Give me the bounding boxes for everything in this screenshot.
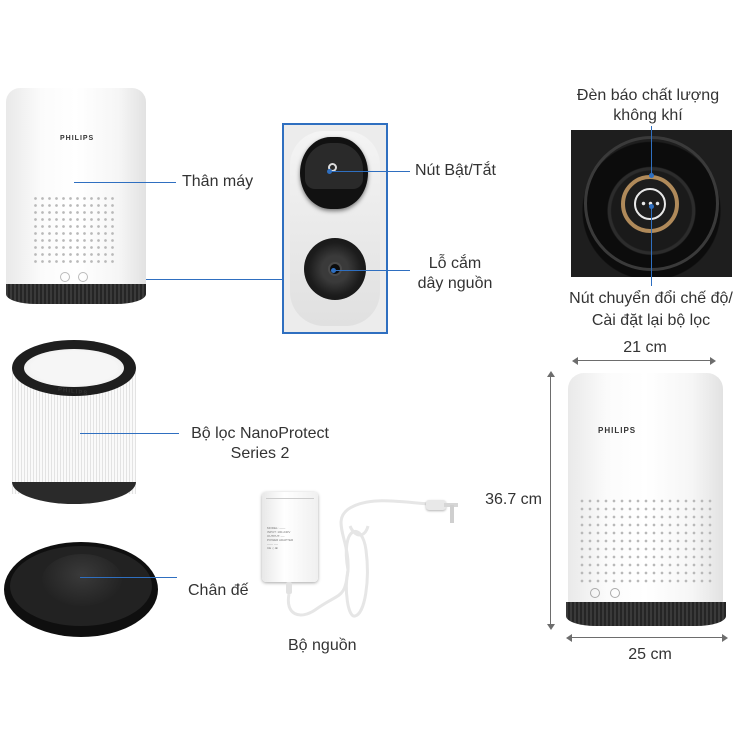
label-power-socket-1: Lỗ cắm bbox=[428, 255, 482, 272]
switch-panel-zoom bbox=[282, 123, 388, 334]
brand-logo: PHILIPS bbox=[60, 135, 95, 142]
dimension-height: 36.7 cm bbox=[485, 491, 542, 508]
dimension-top-width: 21 cm bbox=[623, 339, 667, 356]
label-adapter: Bộ nguồn bbox=[288, 637, 357, 654]
power-switch-icon bbox=[300, 137, 368, 209]
label-mode-switch-1: Nút chuyển đổi chế độ/ bbox=[569, 290, 733, 307]
control-buttons bbox=[58, 272, 98, 282]
label-body: Thân máy bbox=[182, 173, 254, 190]
label-air-quality-2: không khí bbox=[613, 107, 683, 124]
label-air-quality-1: Đèn báo chất lượng bbox=[576, 87, 720, 104]
label-power-switch: Nút Bật/Tắt bbox=[415, 162, 496, 179]
brand-logo-right: PHILIPS bbox=[598, 426, 637, 435]
label-filter-1: Bộ lọc NanoProtect bbox=[191, 425, 329, 442]
label-power-socket-2: dây nguồn bbox=[417, 275, 493, 292]
label-mode-switch-2: Cài đặt lại bộ lọc bbox=[591, 312, 711, 329]
dimension-bottom-width: 25 cm bbox=[628, 646, 672, 663]
label-filter-2: Series 2 bbox=[230, 445, 290, 462]
label-base: Chân đế bbox=[188, 582, 249, 599]
